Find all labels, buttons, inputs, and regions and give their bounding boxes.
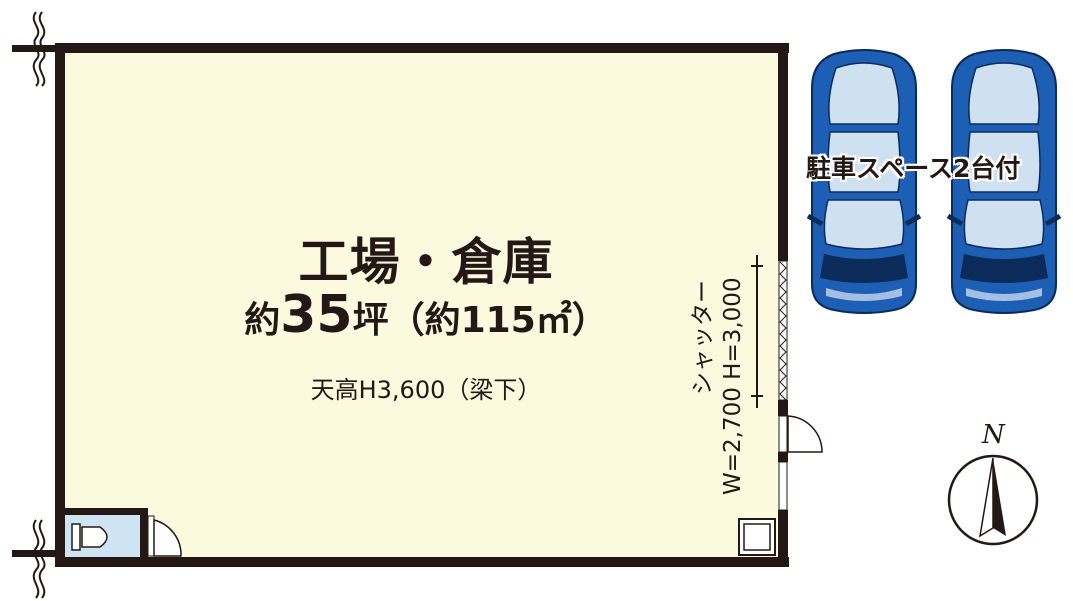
shutter-dimension-line [751,255,763,408]
area-unit: 坪 [352,300,389,341]
north-compass-icon [947,454,1039,546]
window [778,461,788,511]
shutter-label: シャッター [690,280,716,395]
parking-label: 駐車スペース2台付 [806,154,1021,183]
area-m2: （約115㎡） [388,300,608,341]
walls [55,43,789,567]
car-right [946,49,1062,314]
toilet-room [62,508,182,558]
floor-area [62,50,784,560]
wall-break-bottom [12,519,57,599]
shutter-dimensions: W=2,700 H=3,000 [720,277,746,495]
shutter-zigzag [779,261,787,401]
side-door [778,415,823,453]
room-area: 約35坪（約115㎡） [70,285,782,345]
ceiling-height: 天高H3,600（梁下） [310,376,542,404]
area-tsubo: 35 [280,285,353,345]
wall-break-top [12,11,57,87]
area-prefix: 約 [244,300,281,341]
room-name: 工場・倉庫 [298,233,554,291]
north-label: N [982,420,1005,450]
car-left [806,49,922,314]
sink-fixture [738,518,776,556]
